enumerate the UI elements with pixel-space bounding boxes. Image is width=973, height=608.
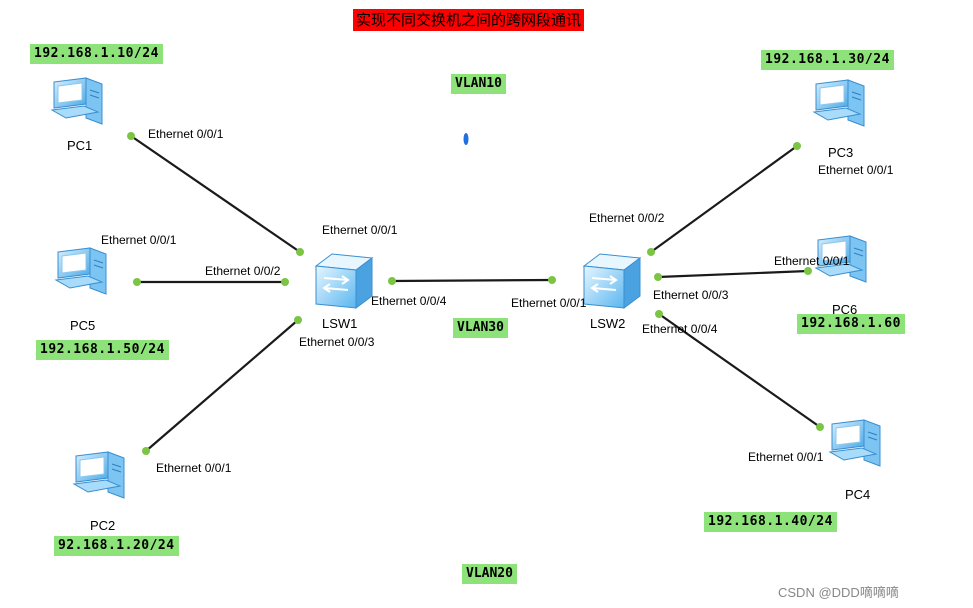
link-lsw2-pc6-end-dot bbox=[804, 267, 812, 275]
pc6-port-label: Ethernet 0/0/1 bbox=[774, 254, 850, 268]
link-lsw1-lsw2-start-dot bbox=[388, 277, 396, 285]
pc4-port-label: Ethernet 0/0/1 bbox=[748, 450, 824, 464]
vlan20-label: VLAN20 bbox=[462, 564, 517, 584]
pc2-computer-icon[interactable] bbox=[73, 451, 125, 499]
link-lsw2-pc3[interactable] bbox=[650, 145, 798, 253]
lsw2-port4-label: Ethernet 0/0/4 bbox=[642, 322, 718, 336]
pc1-port-label: Ethernet 0/0/1 bbox=[148, 127, 224, 141]
lsw2-port3-label: Ethernet 0/0/3 bbox=[653, 288, 729, 302]
lsw1-port1-label: Ethernet 0/0/1 bbox=[322, 223, 398, 237]
link-lsw1-lsw2[interactable] bbox=[391, 278, 553, 283]
lsw1-port4-label: Ethernet 0/0/4 bbox=[371, 294, 447, 308]
pc1-computer-icon[interactable] bbox=[51, 77, 103, 125]
link-lsw2-pc4-end-dot bbox=[816, 423, 824, 431]
link-lsw2-pc4[interactable] bbox=[658, 313, 821, 428]
link-lsw2-pc6-start-dot bbox=[654, 273, 662, 281]
link-lsw2-pc3-start-dot bbox=[647, 248, 655, 256]
pc5-ip-label: 192.168.1.50/24 bbox=[36, 340, 169, 360]
pc1-ip-label: 192.168.1.10/24 bbox=[30, 44, 163, 64]
link-pc2-lsw1-end-dot bbox=[294, 316, 302, 324]
pc1-label: PC1 bbox=[67, 138, 93, 153]
pc5-label: PC5 bbox=[70, 318, 96, 333]
pc4-label: PC4 bbox=[845, 487, 871, 502]
pc5-port-label: Ethernet 0/0/1 bbox=[101, 233, 177, 247]
pc2-port-label: Ethernet 0/0/1 bbox=[156, 461, 232, 475]
pc5-computer-icon[interactable] bbox=[55, 247, 107, 295]
link-pc5-lsw1-start-dot bbox=[133, 278, 141, 286]
lsw1-label: LSW1 bbox=[322, 316, 358, 331]
pc3-port-label: Ethernet 0/0/1 bbox=[818, 163, 894, 177]
link-pc2-lsw1-start-dot bbox=[142, 447, 150, 455]
link-lsw1-lsw2-end-dot bbox=[548, 276, 556, 284]
link-pc1-lsw1[interactable] bbox=[130, 135, 301, 253]
lsw2-port2-label: Ethernet 0/0/2 bbox=[589, 211, 665, 225]
vlan30-label: VLAN30 bbox=[453, 318, 508, 338]
link-pc1-lsw1-end-dot bbox=[296, 248, 304, 256]
pc6-ip-label: 192.168.1.60 bbox=[797, 314, 905, 334]
pc3-label: PC3 bbox=[828, 145, 854, 160]
pc3-computer-icon[interactable] bbox=[813, 79, 865, 127]
port-dots-layer bbox=[127, 132, 824, 455]
link-pc1-lsw1-start-dot bbox=[127, 132, 135, 140]
link-pc5-lsw1-end-dot bbox=[281, 278, 289, 286]
pc2-label: PC2 bbox=[90, 518, 116, 533]
pc6-label: PC6 bbox=[832, 302, 858, 317]
diagram-title: 实现不同交换机之间的跨网段通讯 bbox=[353, 9, 585, 31]
link-lsw2-pc6[interactable] bbox=[657, 269, 809, 279]
lsw1-port3-label: Ethernet 0/0/3 bbox=[299, 335, 375, 349]
pc4-ip-label: 192.168.1.40/24 bbox=[704, 512, 837, 532]
pc2-ip-label: 92.168.1.20/24 bbox=[54, 536, 179, 556]
links-layer bbox=[130, 135, 821, 452]
lsw1-port2-label: Ethernet 0/0/2 bbox=[205, 264, 281, 278]
pc4-computer-icon[interactable] bbox=[829, 419, 881, 467]
link-lsw2-pc4-start-dot bbox=[655, 310, 663, 318]
cursor-marker-icon bbox=[463, 133, 469, 145]
pc3-ip-label: 192.168.1.30/24 bbox=[761, 50, 894, 70]
lsw1-switch-icon[interactable] bbox=[315, 253, 373, 309]
lsw2-label: LSW2 bbox=[590, 316, 626, 331]
lsw2-switch-icon[interactable] bbox=[583, 253, 641, 309]
link-pc2-lsw1[interactable] bbox=[145, 319, 299, 452]
link-lsw2-pc3-end-dot bbox=[793, 142, 801, 150]
watermark: CSDN @DDD嘀嘀嘀 bbox=[778, 585, 899, 600]
lsw2-port1-label: Ethernet 0/0/1 bbox=[511, 296, 587, 310]
vlan10-label: VLAN10 bbox=[451, 74, 506, 94]
